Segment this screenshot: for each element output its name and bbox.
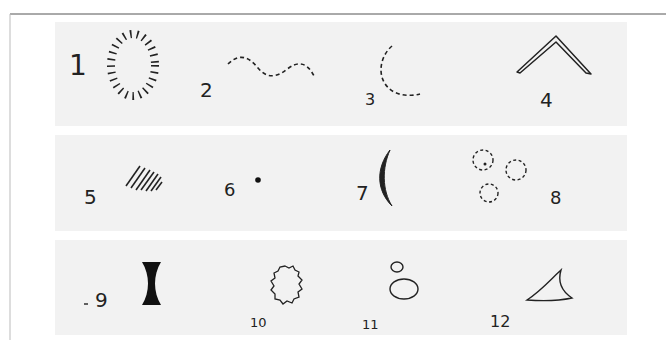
callout-number: 2	[200, 80, 213, 100]
callout-number: 5	[84, 187, 97, 207]
callout-number: 1	[69, 52, 87, 80]
callout-number: 6	[224, 181, 235, 199]
callout-number: 9	[95, 290, 108, 310]
callout-number: 4	[540, 90, 553, 110]
callout-number: 8	[550, 189, 561, 207]
callout-number: 10	[250, 316, 267, 329]
callout-number: 7	[356, 183, 369, 203]
callout-number: 3	[365, 92, 375, 108]
callout-number: 12	[490, 314, 510, 330]
callout-number: 11	[362, 318, 379, 331]
